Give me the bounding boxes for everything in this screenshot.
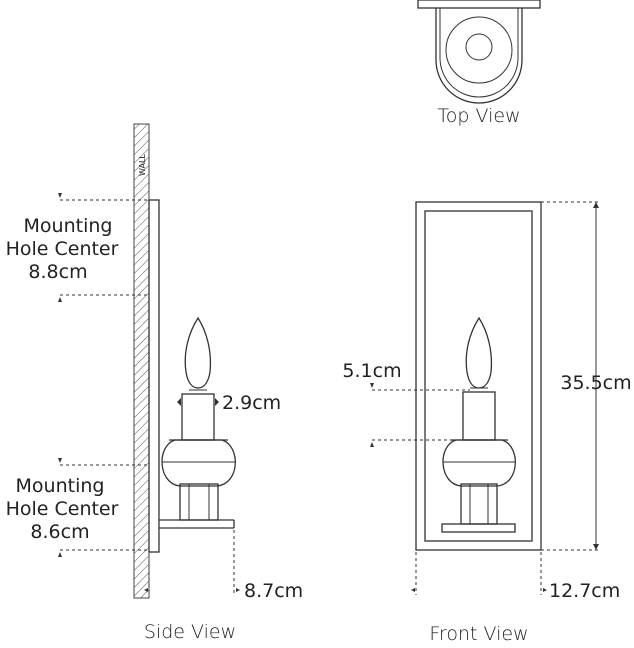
front-base (441, 523, 516, 533)
projection-value: 8.7cm (244, 580, 303, 602)
wall-label: WALL (138, 154, 147, 176)
top-view-candle (465, 33, 493, 61)
front-flame-bulb (465, 316, 493, 389)
side-view: WALL Mounting Hole Center 8.8cm Mounting… (6, 123, 303, 643)
side-candle-sleeve (181, 393, 215, 441)
front-frame-inner (424, 210, 533, 542)
mount-top-label-line1: Mounting (24, 215, 113, 237)
top-view-arm-inner (439, 8, 519, 98)
candle-width-value: 2.9cm (222, 392, 281, 414)
mount-top-value: 8.8cm (28, 261, 87, 283)
mount-bottom-label-line2: Hole Center (6, 498, 119, 520)
front-stem (460, 483, 498, 525)
top-view-cup (445, 16, 513, 84)
side-cup (161, 439, 236, 487)
height-value: 35.5cm (560, 372, 631, 394)
front-candle-sleeve (462, 391, 496, 441)
top-view-arm-outline (435, 8, 523, 104)
top-view: Top View (417, 0, 541, 127)
side-view-title: Side View (144, 621, 236, 643)
wall (133, 123, 150, 599)
front-view-title: Front View (429, 623, 528, 645)
side-backplate (148, 199, 160, 553)
front-view: 5.1cm 35.5cm 12.7cm Front View (342, 201, 632, 645)
front-frame-outer (415, 201, 542, 551)
mount-bottom-value: 8.6cm (30, 521, 89, 543)
top-view-title: Top View (437, 105, 520, 127)
side-flame-bulb (184, 316, 212, 389)
side-stem (179, 483, 219, 521)
top-view-backplate (417, 0, 541, 9)
front-cup (442, 439, 516, 487)
width-value: 12.7cm (549, 580, 620, 602)
mount-bottom-label-line1: Mounting (16, 475, 105, 497)
mount-top-label-line2: Hole Center (6, 238, 119, 260)
candle-offset-value: 5.1cm (342, 360, 401, 382)
